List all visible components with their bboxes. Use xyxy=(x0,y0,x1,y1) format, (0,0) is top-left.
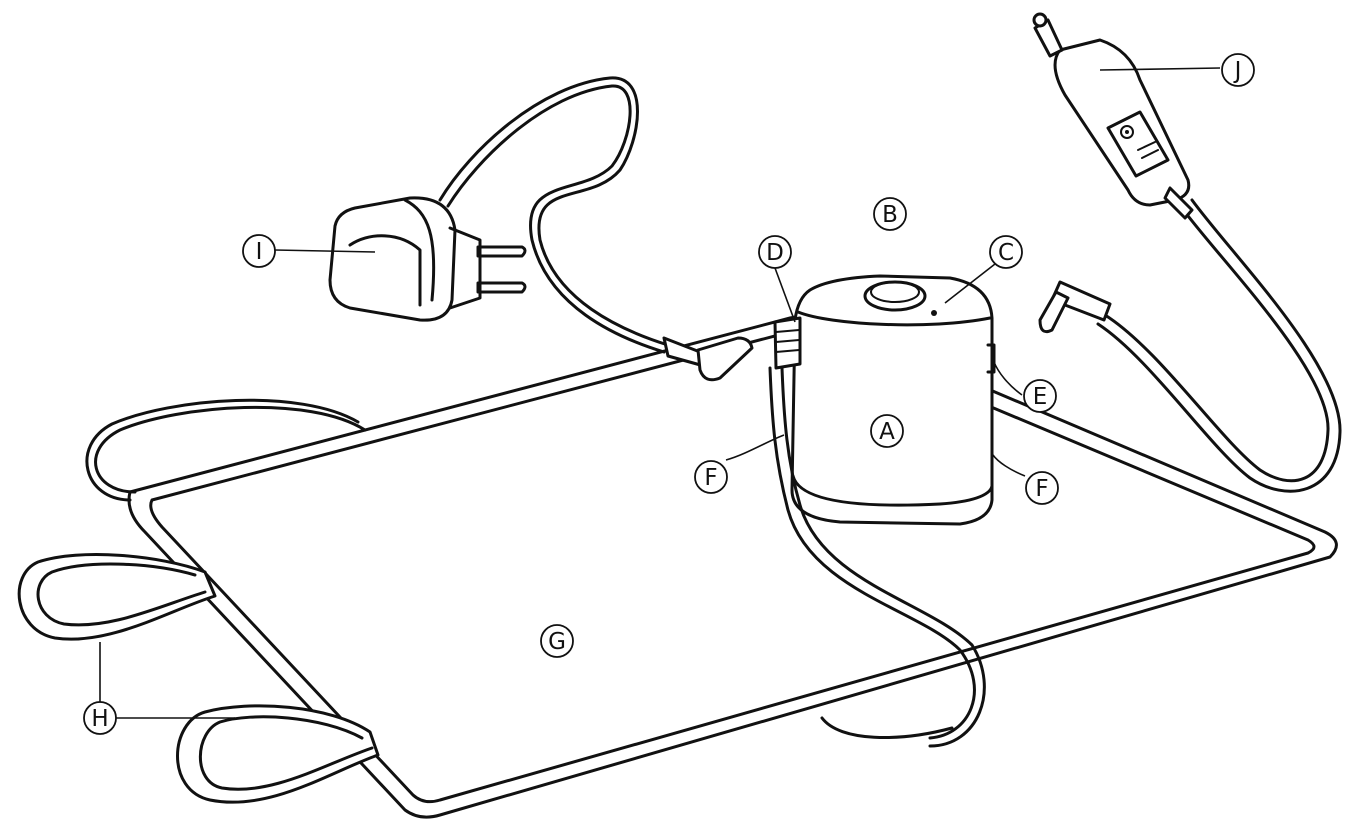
svg-text:B: B xyxy=(882,202,898,228)
label-f-right: F xyxy=(1025,471,1059,505)
pad-cable-loop xyxy=(85,398,367,502)
car-adapter-plug xyxy=(1032,12,1194,220)
label-g: G xyxy=(540,624,574,658)
power-adapter xyxy=(328,196,527,322)
unit-input-plug xyxy=(773,316,802,370)
svg-text:A: A xyxy=(879,419,895,445)
strap-lower xyxy=(176,704,380,804)
svg-text:J: J xyxy=(1233,58,1242,84)
label-c: C xyxy=(989,235,1023,269)
label-e: E xyxy=(1023,379,1057,413)
adapter-dc-plug xyxy=(662,336,754,382)
label-f-left: F xyxy=(694,460,728,494)
pad-underside-cable xyxy=(820,716,954,739)
svg-text:F: F xyxy=(1035,476,1048,502)
svg-text:C: C xyxy=(998,240,1014,266)
control-unit xyxy=(790,274,996,526)
label-d: D xyxy=(758,235,792,269)
svg-text:F: F xyxy=(704,465,717,491)
adapter-cable xyxy=(438,76,670,354)
car-cable-dc-plug xyxy=(1038,280,1112,334)
strap-upper xyxy=(17,553,217,641)
svg-text:I: I xyxy=(256,239,263,265)
svg-text:H: H xyxy=(91,706,108,732)
car-adapter-cable xyxy=(1096,198,1342,493)
label-i: I xyxy=(242,234,276,268)
label-j: J xyxy=(1221,53,1255,87)
label-a: A xyxy=(870,414,904,448)
svg-text:G: G xyxy=(548,629,566,655)
label-h: H xyxy=(83,701,117,735)
svg-text:E: E xyxy=(1033,384,1048,410)
label-b: B xyxy=(873,197,907,231)
unit-left-cable xyxy=(768,366,986,748)
svg-text:D: D xyxy=(766,240,784,266)
